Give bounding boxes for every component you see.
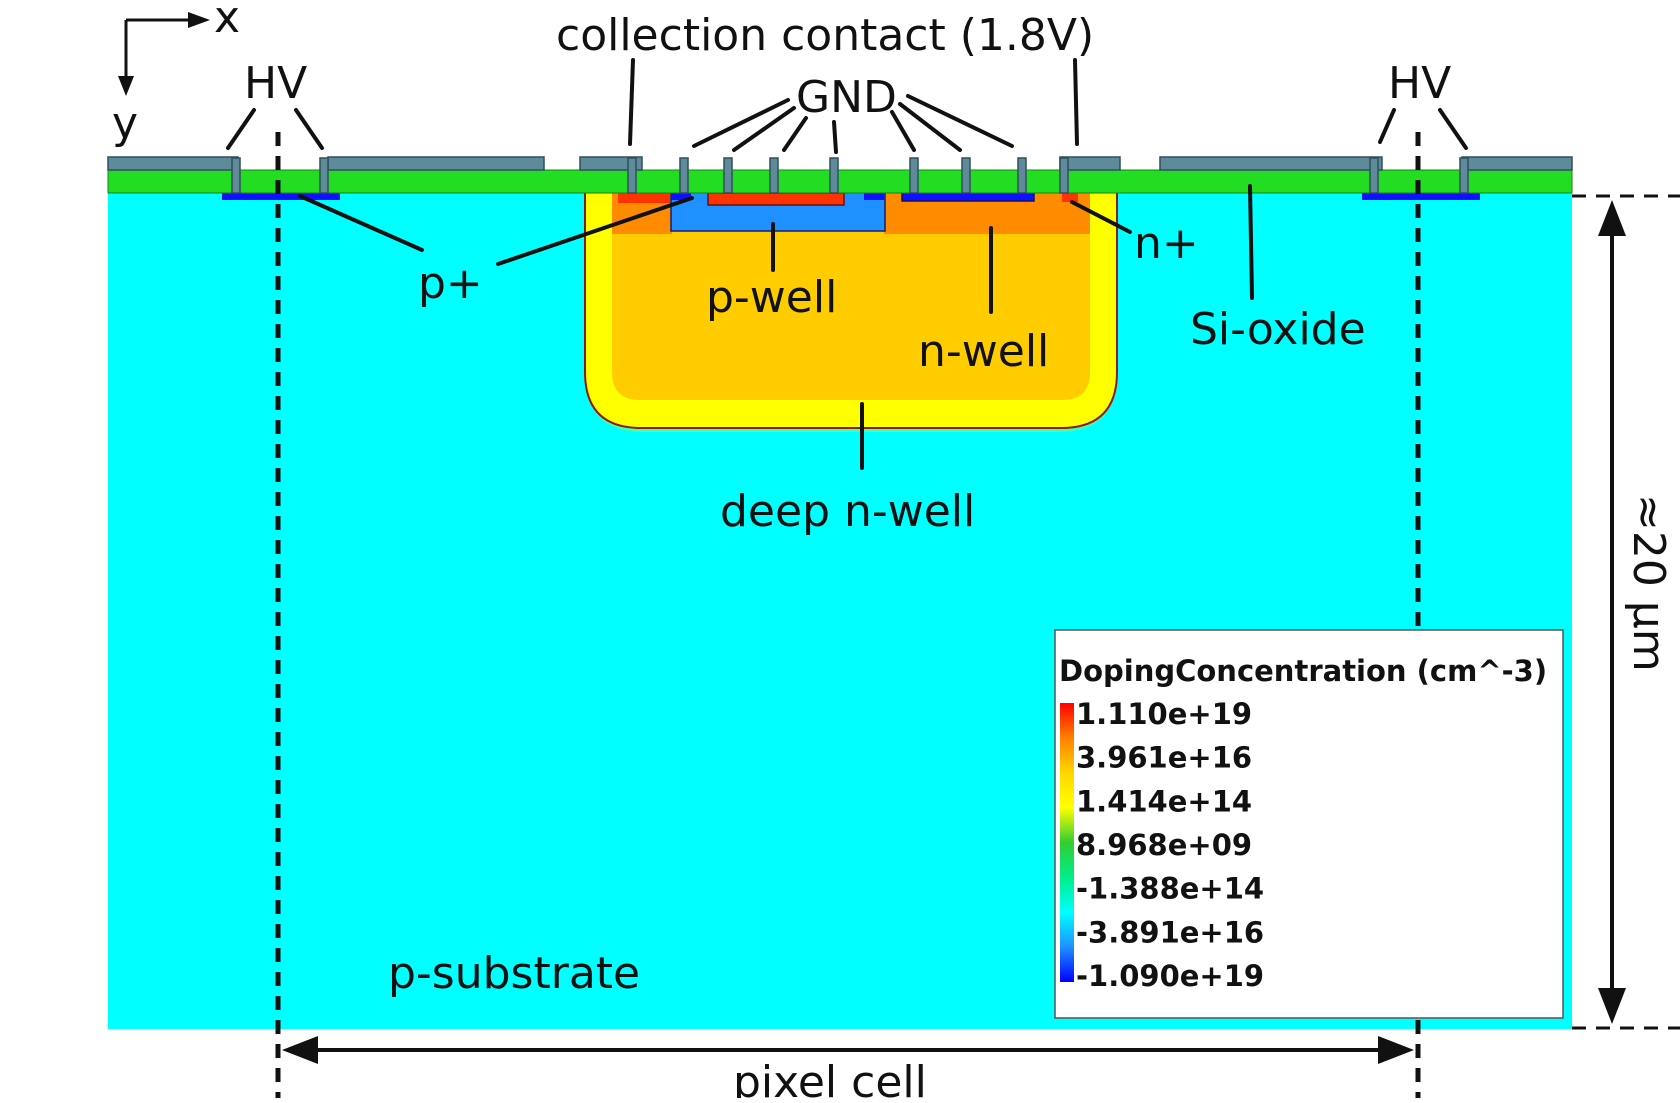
- coordinate-axes: [118, 12, 210, 96]
- contact-via-10: [829, 157, 839, 194]
- deep-n-well-region: [584, 191, 1118, 432]
- legend-tick-2: 3.961e+16: [1076, 741, 1252, 775]
- metal-pad-5: [1159, 156, 1383, 171]
- contact-via-11: [909, 157, 919, 194]
- p-plus-label: p+: [418, 258, 483, 309]
- contact-via-1: [231, 157, 241, 194]
- contact-via-12: [961, 157, 971, 194]
- metal-pad-6: [1461, 156, 1573, 171]
- p-plus-well-contact: [707, 192, 845, 206]
- contact-via-5: [1369, 157, 1379, 194]
- legend-tick-4: 8.968e+09: [1076, 828, 1252, 862]
- legend-tick-7: -1.090e+19: [1076, 959, 1264, 993]
- gnd-label: GND: [796, 72, 897, 123]
- p-plus-implant-center-2: [864, 192, 884, 200]
- metal-pad-1: [107, 156, 239, 171]
- hv-right-label: HV: [1388, 58, 1451, 109]
- x-axis-label: x: [214, 0, 240, 43]
- pixel-cell-label: pixel cell: [733, 1057, 927, 1098]
- depth-dimension-arrow: [1598, 200, 1626, 1024]
- legend-tick-5: -1.388e+14: [1076, 872, 1264, 906]
- p-plus-implant-nwell: [901, 192, 1035, 202]
- legend-tick-6: -3.891e+16: [1076, 915, 1264, 949]
- si-oxide-label: Si-oxide: [1190, 304, 1366, 355]
- metal-pad-2: [327, 156, 545, 171]
- doping-legend: DopingConcentration (cm^-3) 1.110e+19 3.9…: [1054, 629, 1564, 1019]
- deep-n-well-label: deep n-well: [720, 486, 975, 537]
- contact-via-13: [1017, 157, 1027, 194]
- legend-tick-3: 1.414e+14: [1076, 784, 1252, 818]
- legend-tick-1: 1.110e+19: [1076, 697, 1252, 731]
- n-plus-label: n+: [1134, 218, 1199, 269]
- collection-contact-label: collection contact (1.8V): [556, 10, 1094, 61]
- legend-colorbar: [1060, 703, 1074, 982]
- contact-via-8: [723, 157, 733, 194]
- p-substrate-label: p-substrate: [388, 948, 640, 999]
- p-plus-hv-right: [1362, 193, 1480, 200]
- n-plus-implant: [1062, 193, 1078, 202]
- p-well-label: p-well: [706, 272, 837, 323]
- y-axis-label: y: [112, 98, 138, 149]
- contact-via-9: [769, 157, 779, 194]
- metal-contacts: [107, 156, 1573, 194]
- p-plus-implant-center: [671, 192, 691, 200]
- pixel-cell-dimension-arrow: [282, 1036, 1414, 1064]
- legend-title: DopingConcentration (cm^-3): [1059, 654, 1547, 688]
- contact-via-3: [627, 157, 637, 194]
- contact-via-6: [1459, 157, 1469, 194]
- hv-left-label: HV: [244, 58, 307, 109]
- contact-via-2: [319, 157, 329, 194]
- leader-lines: [226, 58, 1468, 470]
- metal-pad-4: [1059, 156, 1121, 171]
- contact-via-4: [1059, 157, 1069, 194]
- p-plus-hv-left: [222, 193, 340, 200]
- depth-label: ≈20 µm: [1623, 494, 1674, 672]
- contact-via-7: [679, 157, 689, 194]
- n-well-label: n-well: [918, 326, 1049, 377]
- si-oxide-layer: [107, 169, 1573, 194]
- metal-pad-3: [579, 156, 643, 171]
- n-plus-implant-left: [618, 193, 670, 203]
